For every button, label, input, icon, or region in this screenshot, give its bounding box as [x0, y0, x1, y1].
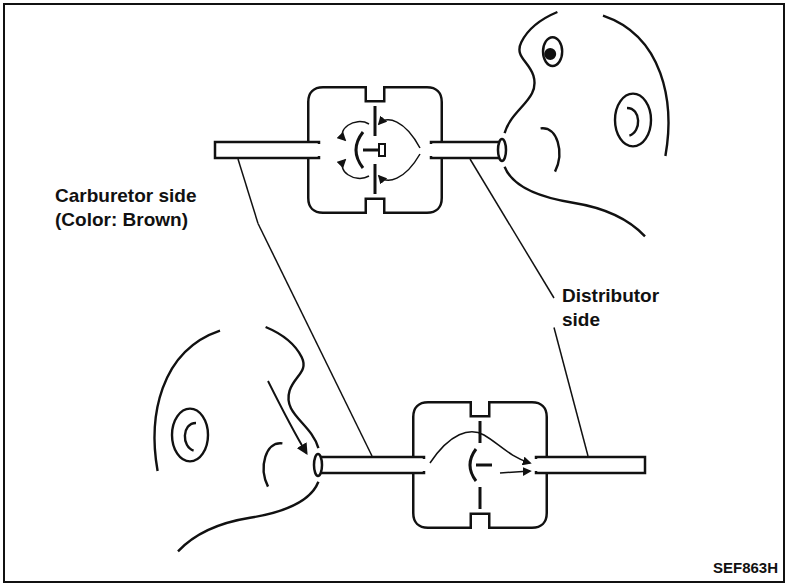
- flow-arrow: [342, 160, 369, 178]
- valve-wall-inner: [418, 407, 542, 523]
- divider: [479, 487, 482, 509]
- ear: [172, 409, 208, 462]
- flow-arrow: [430, 432, 530, 463]
- leader-line: [554, 328, 588, 457]
- blow-arrow: [268, 381, 306, 453]
- valve-top: [215, 92, 506, 208]
- pipe-gap: [423, 144, 439, 156]
- flow-arrow: [379, 120, 420, 148]
- pipe: [215, 142, 319, 158]
- flow-arrow: [342, 122, 369, 140]
- head-outline: [603, 16, 668, 156]
- face-outline: [178, 482, 318, 552]
- leader-line: [470, 159, 554, 298]
- pipe-gap: [528, 459, 544, 471]
- part-label: Carburetor side (Color: Brown): [55, 184, 250, 232]
- eye: [543, 37, 562, 66]
- pipe: [320, 457, 424, 473]
- flow-arrow: [379, 154, 420, 180]
- ear: [615, 94, 651, 147]
- leader-line: [258, 224, 372, 457]
- pipe: [536, 457, 645, 473]
- face-outline: [505, 167, 645, 237]
- pipe-fitting: [314, 454, 322, 476]
- pipe-fitting: [498, 139, 506, 161]
- divider: [374, 164, 377, 194]
- pipe: [431, 142, 500, 158]
- valve-disc: [470, 449, 476, 481]
- divider: [374, 106, 377, 136]
- face-outline: [505, 12, 558, 133]
- valve-wall: [313, 92, 437, 208]
- part-label: Distributor side: [562, 284, 702, 332]
- valve-seat: [379, 144, 385, 156]
- face-top: [505, 12, 669, 236]
- cheek: [541, 128, 560, 171]
- valve-wall-inner: [313, 92, 437, 208]
- valve-stem: [476, 464, 492, 467]
- frame: [4, 4, 784, 582]
- valve-bottom: [314, 407, 645, 523]
- ear-curl: [185, 423, 196, 451]
- cheek: [264, 443, 283, 486]
- pipe-gap: [311, 144, 327, 156]
- ear-curl: [627, 108, 638, 136]
- valve-disc: [356, 132, 363, 168]
- pipe-gap: [416, 459, 432, 471]
- flow-arrow: [500, 471, 530, 473]
- leader-line: [238, 159, 258, 224]
- head-outline: [155, 331, 220, 471]
- valve-wall: [418, 407, 542, 523]
- face-outline: [266, 327, 319, 448]
- face-bottom: [155, 327, 319, 551]
- figure-code: SEF863H: [713, 559, 778, 578]
- pupil: [545, 49, 555, 59]
